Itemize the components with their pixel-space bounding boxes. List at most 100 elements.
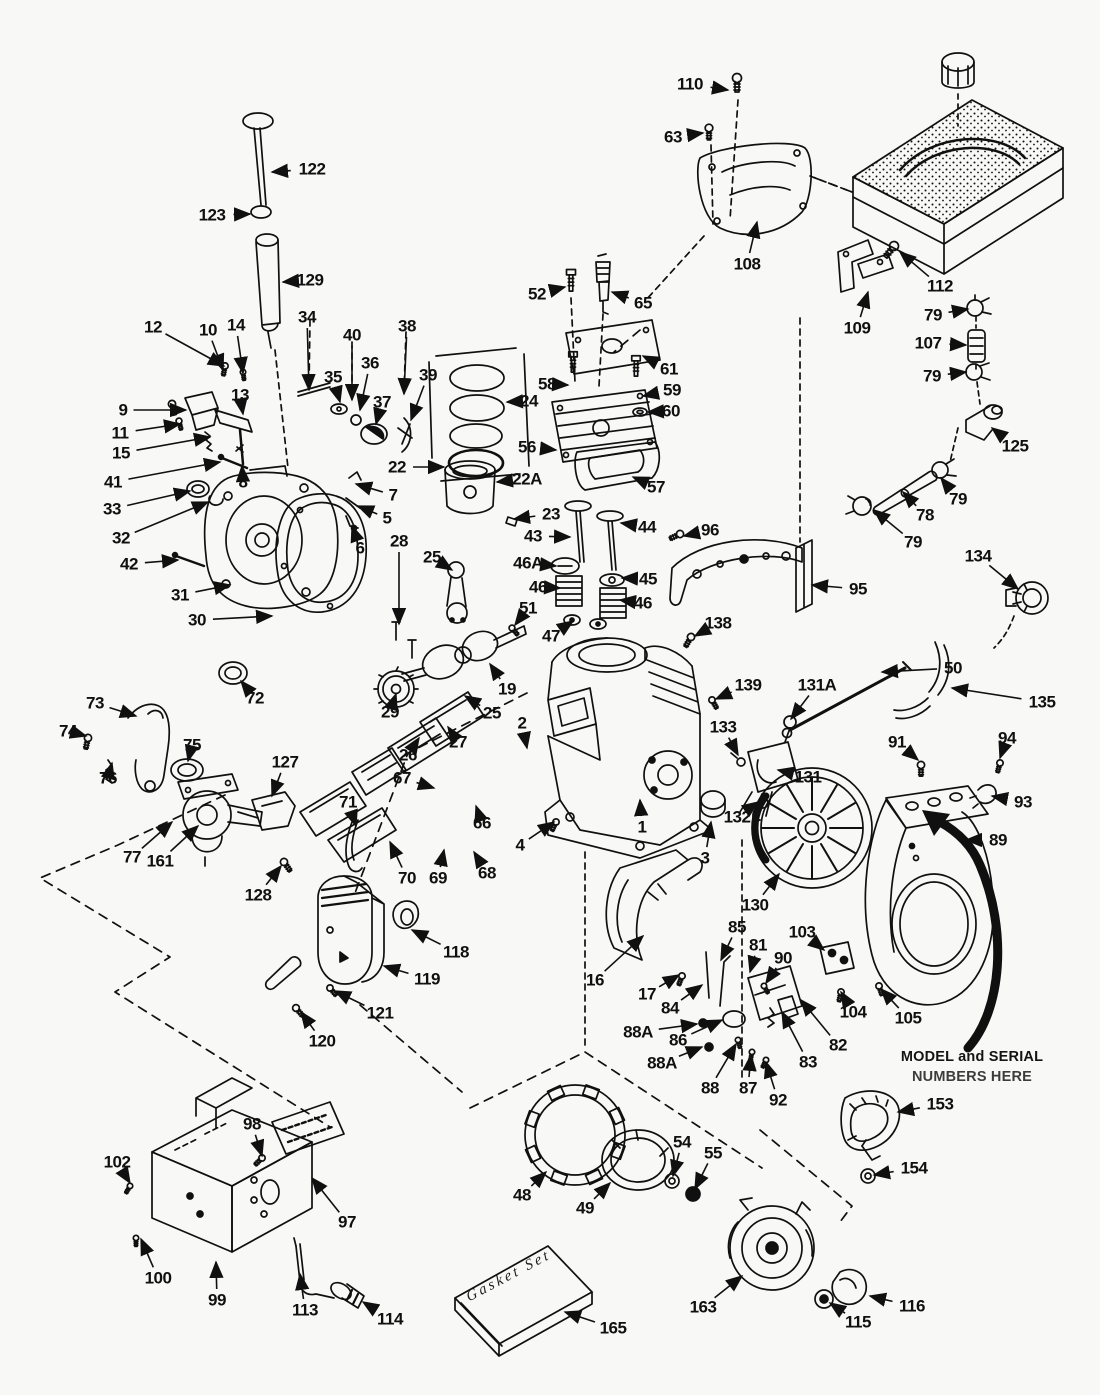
flywheel — [752, 768, 872, 888]
leader-line-75 — [184, 743, 199, 763]
leader-line-88 — [715, 1042, 737, 1079]
leader-line-39 — [409, 385, 425, 422]
leader-line-112 — [898, 250, 930, 278]
part-label-88: 88 — [701, 1078, 719, 1098]
part-label-28: 28 — [390, 531, 408, 551]
part-label-133: 133 — [709, 717, 737, 737]
part-label-51: 51 — [519, 598, 537, 618]
leader-line-2 — [516, 730, 531, 750]
part-label-77: 77 — [123, 847, 141, 867]
leader-line-23 — [512, 509, 536, 524]
part-label-36: 36 — [361, 353, 379, 373]
part-label-46: 46 — [529, 577, 547, 597]
part-label-118: 118 — [443, 942, 469, 962]
part-label-165: 165 — [599, 1318, 627, 1338]
leader-line-91 — [901, 744, 920, 762]
part-label-90: 90 — [774, 948, 792, 968]
part-label-122: 122 — [298, 159, 326, 179]
leader-line-79 — [948, 304, 970, 319]
leader-line-51 — [514, 607, 531, 627]
part-label-44: 44 — [638, 517, 656, 537]
leader-line-88A — [658, 1019, 699, 1034]
leader-line-41 — [128, 457, 222, 480]
part-label-135: 135 — [1028, 692, 1056, 712]
part-label-46A: 46A — [513, 553, 543, 573]
leader-line-97 — [311, 1176, 340, 1213]
leader-line-70 — [389, 840, 404, 868]
leader-line-61 — [641, 355, 661, 370]
model-serial-note-line2: NUMBERS HERE — [911, 1069, 1033, 1086]
leader-line-26 — [404, 736, 420, 756]
part-label-42: 42 — [120, 554, 138, 574]
leader-line-105 — [879, 987, 900, 1009]
leader-line-118 — [410, 929, 441, 946]
part-label-116: 116 — [899, 1296, 925, 1316]
part-label-65: 65 — [634, 293, 652, 313]
part-label-107: 107 — [914, 333, 942, 353]
part-label-139: 139 — [734, 675, 762, 695]
part-label-23: 23 — [542, 504, 560, 524]
part-label-131: 131 — [794, 767, 822, 787]
part-label-5: 5 — [382, 508, 392, 528]
part-label-84: 84 — [661, 998, 679, 1018]
part-label-24: 24 — [520, 391, 538, 411]
leader-line-34 — [301, 327, 316, 392]
part-label-61: 61 — [660, 359, 678, 379]
part-label-68: 68 — [478, 863, 496, 883]
part-label-113: 113 — [292, 1300, 318, 1320]
part-label-138: 138 — [704, 613, 732, 633]
leader-line-10 — [210, 340, 225, 372]
part-label-78: 78 — [916, 505, 934, 525]
leader-line-83 — [781, 1010, 804, 1053]
leader-line-43 — [548, 529, 572, 544]
leader-line-22A — [495, 473, 514, 488]
leader-line-131 — [776, 766, 796, 781]
part-label-10: 10 — [199, 320, 217, 340]
part-label-12: 12 — [144, 317, 162, 337]
leader-line-133 — [724, 737, 739, 757]
part-label-54: 54 — [673, 1132, 691, 1152]
leader-line-154 — [872, 1165, 894, 1180]
leader-line-115 — [828, 1302, 848, 1318]
leader-line-92 — [763, 1060, 778, 1090]
part-label-81: 81 — [749, 935, 767, 955]
dipstick-and-tube — [243, 113, 288, 468]
leader-line-128 — [265, 864, 282, 886]
part-label-98: 98 — [243, 1114, 261, 1134]
part-label-52: 52 — [528, 284, 546, 304]
part-label-128: 128 — [244, 885, 272, 905]
part-label-130: 130 — [741, 895, 769, 915]
leader-line-90 — [765, 965, 781, 985]
leader-line-79 — [939, 476, 957, 495]
leader-line-71 — [344, 808, 358, 828]
part-label-103: 103 — [788, 922, 816, 942]
leader-line-68 — [473, 850, 489, 870]
leader-line-57 — [631, 476, 651, 490]
mount-bracket-109 — [800, 238, 902, 542]
leader-line-138 — [693, 621, 713, 637]
leader-line-102 — [115, 1165, 131, 1185]
leader-line-132 — [740, 801, 760, 818]
part-label-1: 1 — [637, 817, 647, 837]
part-label-89: 89 — [989, 830, 1007, 850]
cylinder-baffle — [606, 850, 702, 987]
part-label-29: 29 — [381, 702, 399, 722]
part-label-154: 154 — [900, 1158, 928, 1178]
part-label-110: 110 — [677, 74, 703, 94]
part-label-58: 58 — [538, 374, 556, 394]
part-label-38: 38 — [398, 316, 416, 336]
leader-line-49 — [593, 1181, 612, 1200]
part-label-34: 34 — [298, 307, 316, 327]
part-label-57: 57 — [647, 477, 665, 497]
leader-line-86 — [691, 1019, 724, 1035]
part-label-13: 13 — [231, 385, 249, 405]
leader-line-48 — [529, 1170, 548, 1189]
part-label-96: 96 — [701, 520, 719, 540]
part-label-3: 3 — [700, 848, 710, 868]
part-label-46: 46 — [634, 593, 652, 613]
part-label-92: 92 — [769, 1090, 787, 1110]
leader-line-139 — [714, 685, 734, 700]
leader-line-17 — [658, 974, 681, 990]
crankshaft-cam-rod — [374, 562, 526, 711]
